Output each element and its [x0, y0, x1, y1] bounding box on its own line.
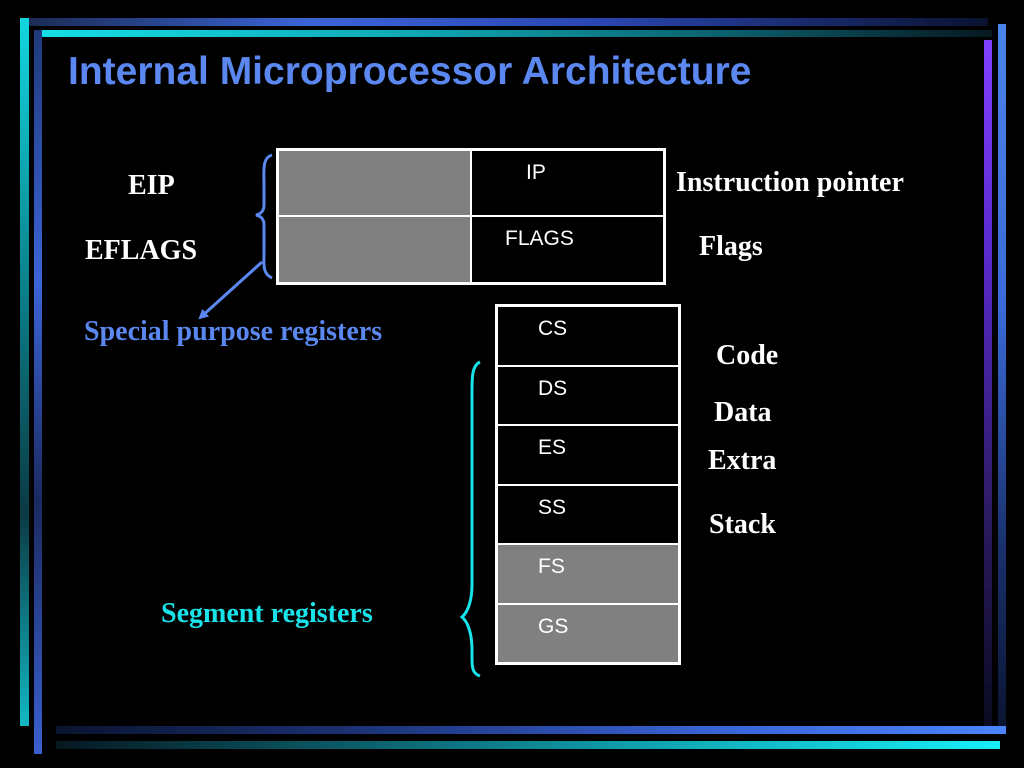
frame-bar-left-inner — [34, 30, 42, 754]
segment-bracket — [459, 360, 481, 678]
register-cs: CS — [538, 317, 568, 340]
frame-bar-top-outer — [20, 18, 988, 26]
ip-cell: IP — [472, 151, 663, 217]
register-flags: FLAGS — [505, 227, 574, 250]
frame-bar-top-inner — [34, 30, 992, 37]
register-ss: SS — [538, 496, 567, 519]
register-ip: IP — [526, 161, 546, 184]
label-flags: Flags — [699, 231, 763, 262]
frame-bar-bottom-inner — [56, 726, 1006, 734]
register-ds: DS — [538, 377, 568, 400]
ip-high-cell — [279, 151, 472, 217]
fs-cell: FS — [498, 545, 678, 605]
special-register-table: IP FLAGS — [276, 148, 666, 285]
label-data: Data — [714, 397, 772, 428]
frame-bar-bottom-outer — [56, 741, 1000, 749]
flags-high-cell — [279, 217, 472, 282]
label-eip: EIP — [128, 170, 175, 201]
gs-cell: GS — [498, 605, 678, 662]
frame-bar-right-outer — [998, 24, 1006, 730]
label-eflags: EFLAGS — [85, 235, 198, 266]
label-segment-registers: Segment registers — [161, 598, 373, 629]
special-arrow — [198, 260, 264, 320]
frame-bar-right-inner — [984, 40, 992, 726]
es-cell: ES — [498, 426, 678, 486]
register-es: ES — [538, 436, 567, 459]
flags-cell: FLAGS — [472, 217, 663, 282]
slide-title: Internal Microprocessor Architecture — [68, 50, 752, 93]
label-extra: Extra — [708, 445, 777, 476]
label-instruction-pointer: Instruction pointer — [676, 167, 904, 198]
special-bracket — [255, 153, 273, 280]
ds-cell: DS — [498, 367, 678, 426]
segment-register-table: CS DS ES SS FS GS — [495, 304, 681, 665]
label-code: Code — [716, 340, 779, 371]
ss-cell: SS — [498, 486, 678, 545]
register-fs: FS — [538, 555, 565, 578]
register-gs: GS — [538, 615, 569, 638]
label-stack: Stack — [709, 509, 776, 540]
label-special-purpose-registers: Special purpose registers — [84, 316, 383, 347]
cs-cell: CS — [498, 307, 678, 367]
frame-bar-left-outer — [20, 18, 29, 726]
